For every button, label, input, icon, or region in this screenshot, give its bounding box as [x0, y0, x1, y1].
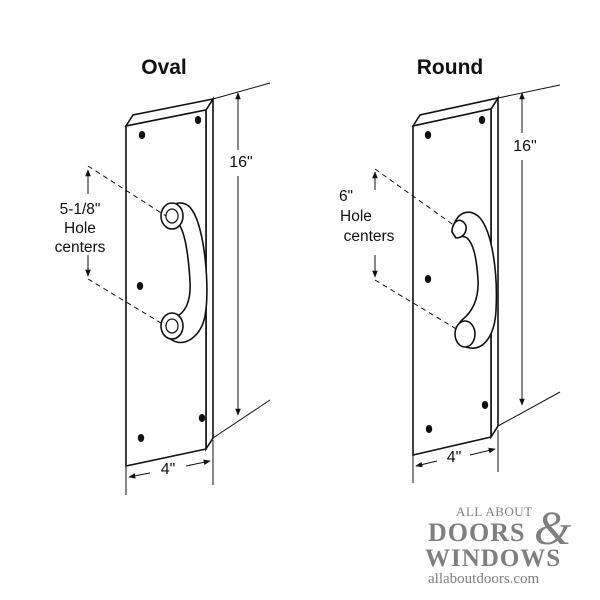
oval-hole-center-dimension: 5-1/8" Hole centers — [55, 165, 167, 327]
oval-hole-label-line1: 5-1/8" — [60, 201, 101, 218]
oval-width-dimension: 4" — [125, 440, 214, 495]
screw-icon — [424, 131, 432, 139]
round-width-label: 4" — [447, 449, 462, 466]
screw-icon — [194, 116, 202, 124]
oval-width-label: 4" — [161, 461, 176, 478]
round-hole-label-line3: centers — [344, 228, 395, 245]
watermark-line3: WINDOWS — [425, 545, 561, 572]
screw-icon — [136, 282, 144, 290]
oval-height-label: 16" — [229, 154, 252, 171]
round-handle-bottom-mount — [454, 320, 476, 348]
screw-icon — [198, 414, 206, 422]
oval-pull-plate-diagram: Oval 5-1/8" — [55, 56, 271, 495]
screw-icon — [481, 401, 489, 409]
round-height-label: 16" — [513, 138, 536, 155]
oval-hole-label-line3: centers — [55, 239, 106, 256]
arrow-left-icon — [415, 460, 438, 468]
oval-handle-bottom-mount — [160, 312, 184, 340]
round-title: Round — [417, 56, 483, 79]
watermark-url: allaboutdoors.com — [428, 571, 540, 587]
arrow-right-icon — [469, 447, 496, 456]
round-height-dimension: 16" — [497, 84, 561, 427]
round-hole-label-line2: Hole — [340, 208, 372, 225]
round-hole-label-line1: 6" — [339, 188, 353, 205]
arrow-right-icon — [185, 459, 211, 467]
oval-plate — [124, 96, 215, 467]
screw-icon — [425, 425, 433, 433]
screw-icon — [478, 116, 486, 124]
oval-height-dimension: 16" — [212, 82, 271, 439]
round-screws — [424, 116, 489, 433]
oval-screws — [136, 116, 206, 442]
round-pull-plate-diagram: Round 6" Hole cent — [339, 56, 561, 483]
oval-handle — [160, 202, 208, 344]
round-hole-center-dimension: 6" Hole centers — [339, 168, 459, 331]
oval-handle-top-mount — [160, 202, 184, 230]
watermark-ampersand: & — [534, 502, 572, 555]
oval-title: Oval — [141, 56, 187, 79]
round-plate — [411, 95, 500, 457]
screw-icon — [137, 434, 145, 442]
round-width-dimension: 4" — [412, 430, 499, 483]
watermark-line1: ALL ABOUT — [456, 504, 533, 519]
oval-plate-face — [125, 109, 207, 467]
watermark-logo: ALL ABOUT DOORS & WINDOWS allaboutdoors.… — [425, 502, 572, 587]
watermark-line2: DOORS — [428, 518, 525, 547]
screw-icon — [424, 275, 432, 283]
round-plate-face — [412, 108, 492, 457]
round-handle — [451, 211, 498, 349]
oval-hole-label-line2: Hole — [64, 220, 96, 237]
screw-icon — [138, 131, 146, 139]
arrow-left-icon — [128, 472, 151, 479]
